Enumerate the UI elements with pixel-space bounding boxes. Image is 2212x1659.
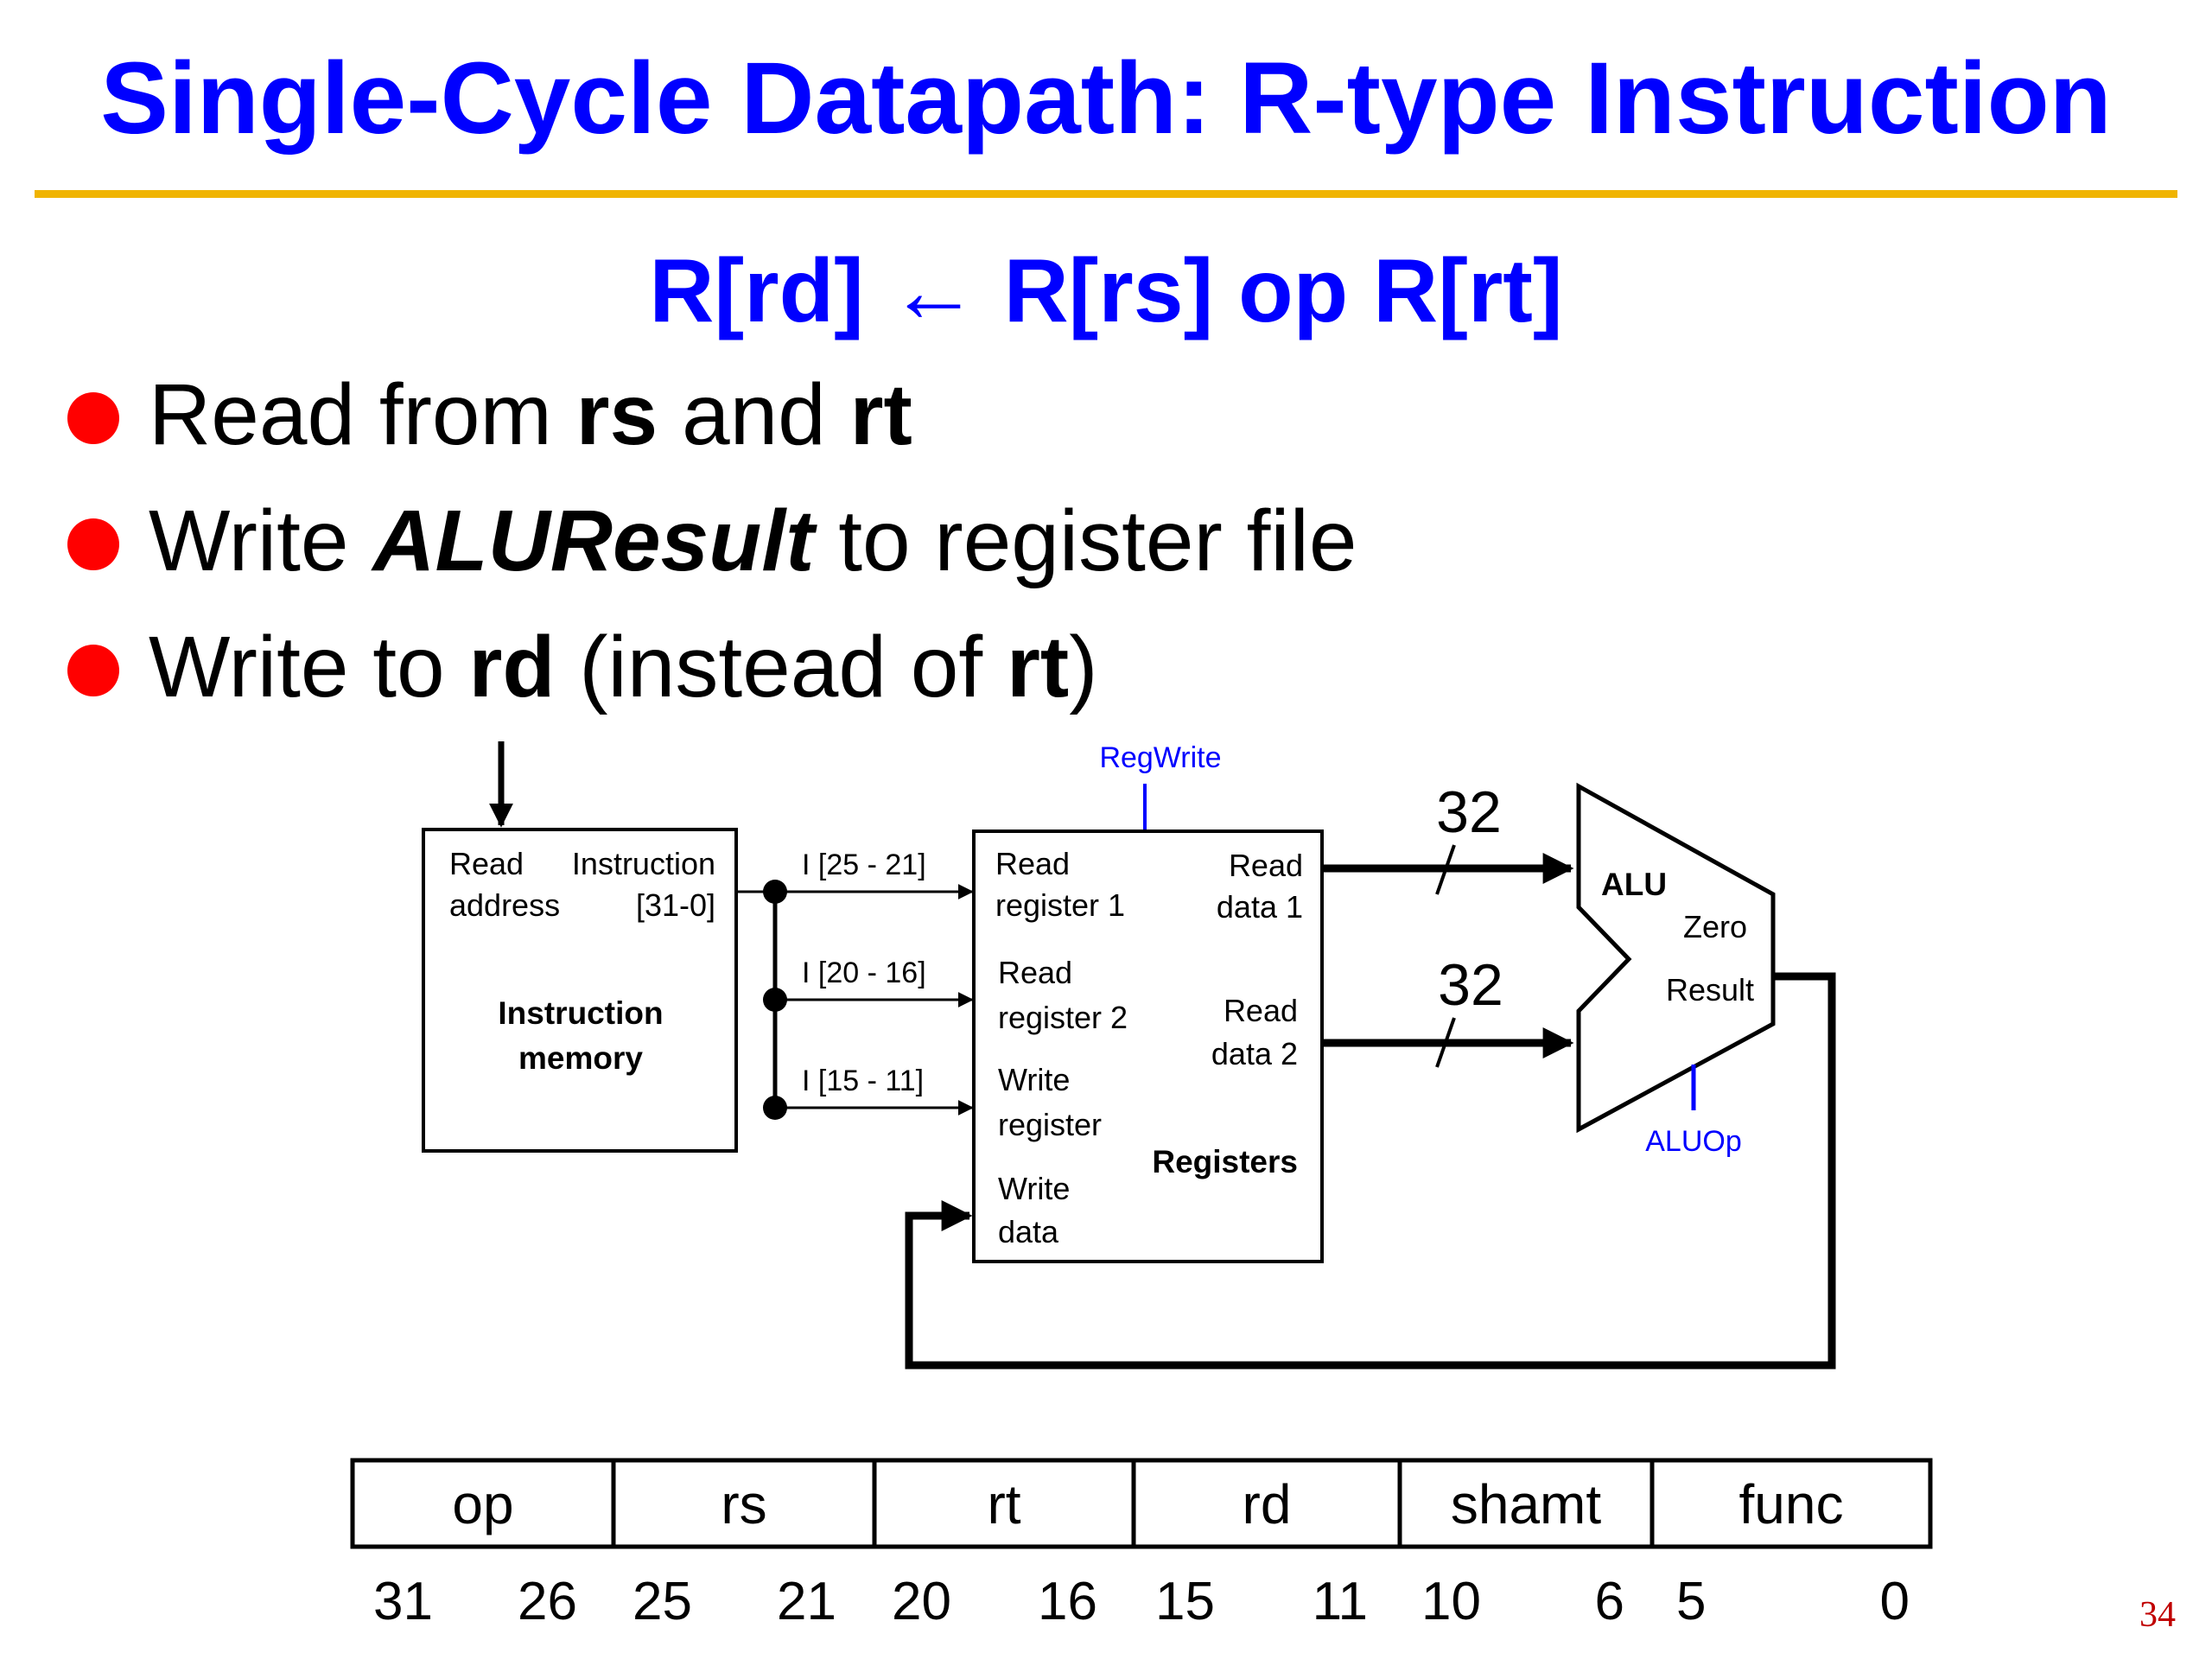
bullet-segment: ) xyxy=(1069,619,1098,715)
bus-width-label-2: 32 xyxy=(1438,952,1503,1018)
bit-index-shamt-lo: 6 xyxy=(1595,1572,1624,1631)
bus-width-slash-1 xyxy=(1435,844,1456,895)
bit-index-rs-hi: 25 xyxy=(632,1572,692,1631)
format-field-func: func xyxy=(1739,1473,1844,1535)
bullet-segment: rt xyxy=(1006,619,1070,715)
read-register-1-label-2: register 1 xyxy=(995,887,1125,923)
format-field-rt: rt xyxy=(987,1473,1020,1535)
bit-index-rt-lo: 16 xyxy=(1038,1572,1097,1631)
bullet-segment: rs xyxy=(575,366,658,463)
bullet-segment: Read from xyxy=(149,366,576,463)
read-address-label: Read xyxy=(449,846,524,881)
bullet-segment: and xyxy=(658,366,850,463)
instruction-memory-name-2: memory xyxy=(518,1040,643,1076)
write-register-label-2: register xyxy=(998,1107,1102,1142)
bit-index-rs-lo: 21 xyxy=(777,1572,836,1631)
bit-index-shamt-hi: 10 xyxy=(1421,1572,1481,1631)
page-number: 34 xyxy=(2139,1595,2176,1635)
write-data-label: Write xyxy=(998,1171,1070,1206)
bit-index-func-lo: 0 xyxy=(1880,1572,1910,1631)
read-address-label-2: address xyxy=(449,887,560,923)
read-data-1-label-2: data 1 xyxy=(1217,889,1303,925)
instruction-memory-name: Instruction xyxy=(498,995,663,1031)
format-field-shamt: shamt xyxy=(1451,1473,1602,1535)
register-file-box xyxy=(972,830,1324,1263)
instruction-format xyxy=(350,1458,1933,1549)
bit-index-rd-hi: 15 xyxy=(1155,1572,1215,1631)
read-data-1-label: Read xyxy=(1229,848,1303,883)
field-label-rt: I [20 - 16] xyxy=(802,957,926,989)
bit-index-rt-hi: 20 xyxy=(892,1572,951,1631)
bullet-segment: rd xyxy=(468,619,556,715)
write-data-label-2: data xyxy=(998,1214,1059,1249)
format-field-op: op xyxy=(452,1473,513,1535)
bullet-dot xyxy=(67,645,119,696)
bit-index-rd-lo: 11 xyxy=(1313,1572,1368,1631)
instruction-memory-box xyxy=(422,828,738,1153)
registers-name: Registers xyxy=(1152,1144,1298,1179)
read-data-2-label-2: data 2 xyxy=(1211,1036,1298,1071)
bullet-segment: rt xyxy=(849,366,912,463)
bullet-segment: Write to xyxy=(149,619,469,715)
instruction-output-label: Instruction xyxy=(572,846,715,881)
bit-index-func-hi: 5 xyxy=(1676,1572,1706,1631)
read-register-1-label: Read xyxy=(995,846,1070,881)
rtl-formula: R[rd] ← R[rs] op R[rt] xyxy=(649,241,1563,341)
field-label-rd: I [15 - 11] xyxy=(802,1065,924,1097)
bullet-segment: Write xyxy=(149,493,373,589)
write-register-label: Write xyxy=(998,1062,1070,1097)
bullet-segment: ALUResult xyxy=(372,493,815,589)
read-data-2-label: Read xyxy=(1224,993,1298,1028)
format-field-rs: rs xyxy=(721,1473,766,1535)
bullet-dot xyxy=(67,518,119,570)
format-field-rd: rd xyxy=(1243,1473,1292,1535)
bullet-text: Write ALUResult to register file xyxy=(149,498,1357,584)
bus-width-label-1: 32 xyxy=(1436,779,1502,845)
regwrite-label: RegWrite xyxy=(1099,741,1221,774)
read-register-2-label-2: register 2 xyxy=(998,1000,1128,1035)
instruction-output-label-2: [31-0] xyxy=(636,887,715,923)
alu-label: ALU xyxy=(1601,867,1667,902)
bullet-dot xyxy=(67,392,119,444)
bullet-segment: to register file xyxy=(814,493,1357,589)
bit-index-op-lo: 26 xyxy=(518,1572,577,1631)
title-divider xyxy=(35,190,2177,198)
bullet-text: Read from rs and rt xyxy=(149,372,912,458)
bus-width-slash-2 xyxy=(1435,1017,1456,1068)
bullet-segment: (instead of xyxy=(555,619,1007,715)
alu-shape xyxy=(1576,782,1776,1134)
field-label-rs: I [25 - 21] xyxy=(802,849,926,881)
aluop-label: ALUOp xyxy=(1645,1125,1742,1158)
alu-zero-label: Zero xyxy=(1683,909,1747,944)
bit-index-op-hi: 31 xyxy=(373,1572,433,1631)
read-register-2-label: Read xyxy=(998,955,1072,990)
alu-result-label: Result xyxy=(1666,972,1754,1007)
bullet-text: Write to rd (instead of rt) xyxy=(149,624,1098,710)
writeback-wire xyxy=(905,972,1836,1370)
slide-title: Single-Cycle Datapath: R-type Instructio… xyxy=(100,41,2112,156)
